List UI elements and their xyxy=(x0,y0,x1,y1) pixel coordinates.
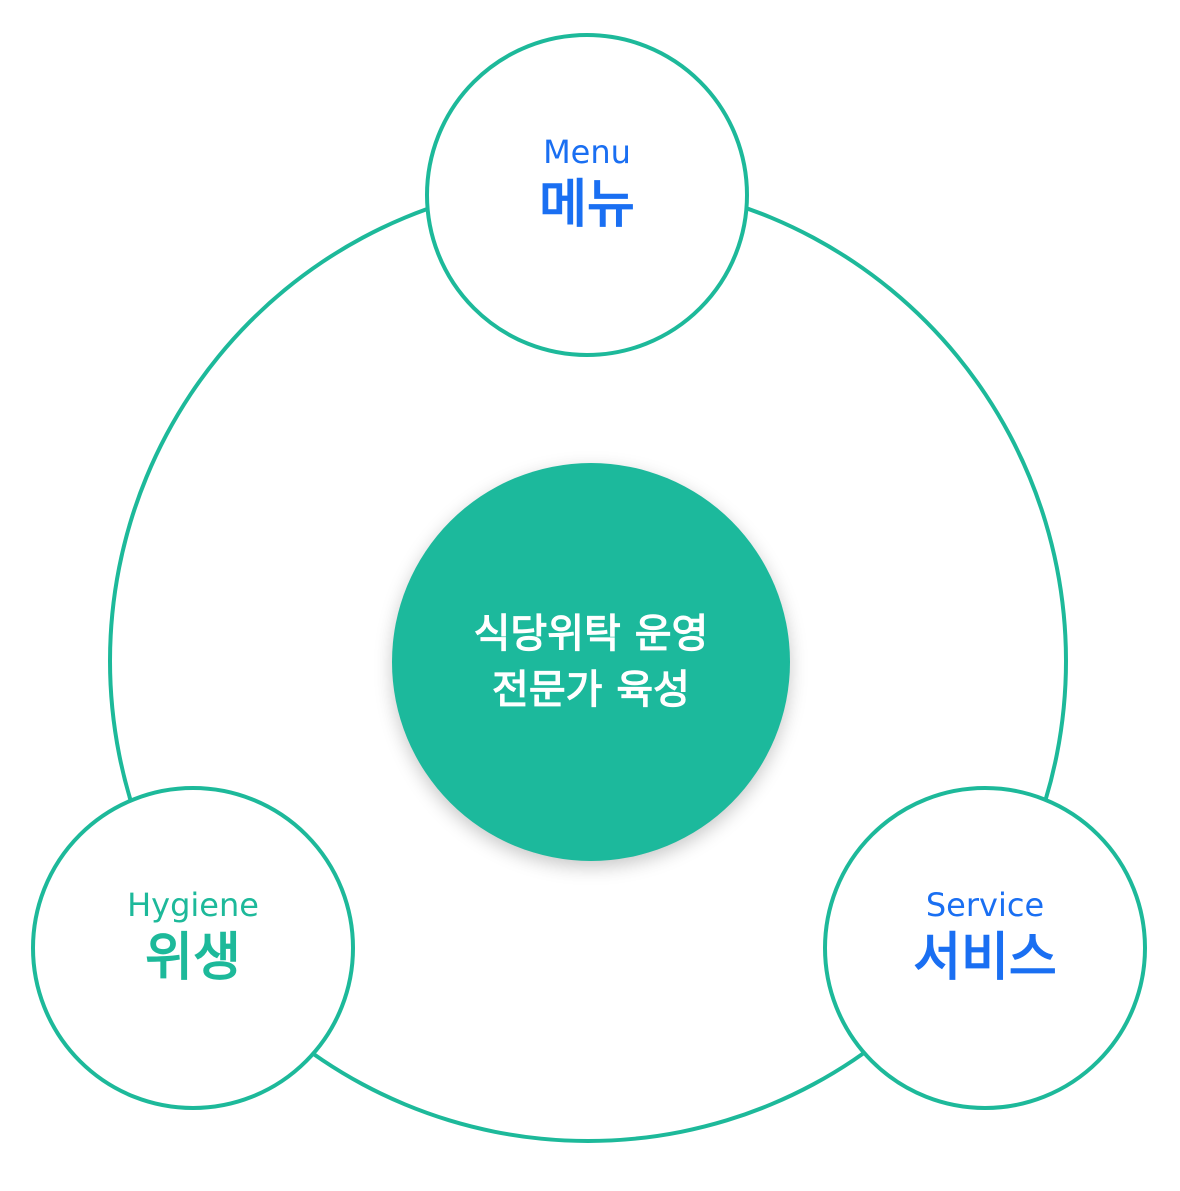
center-title-line2: 전문가 육성 xyxy=(492,667,690,713)
service-english-label: Service xyxy=(925,886,1045,924)
hygiene-korean-label: 위생 xyxy=(145,928,241,988)
center-title-line1: 식당위탁 운영 xyxy=(473,611,709,657)
menu-node: Menu 메뉴 xyxy=(425,33,749,357)
service-node: Service 서비스 xyxy=(823,786,1147,1110)
service-korean-label: 서비스 xyxy=(913,928,1057,988)
menu-english-label: Menu xyxy=(543,133,631,171)
hygiene-english-label: Hygiene xyxy=(127,886,259,924)
hygiene-node: Hygiene 위생 xyxy=(31,786,355,1110)
center-circle: 식당위탁 운영 전문가 육성 xyxy=(392,463,790,861)
menu-korean-label: 메뉴 xyxy=(539,175,635,235)
